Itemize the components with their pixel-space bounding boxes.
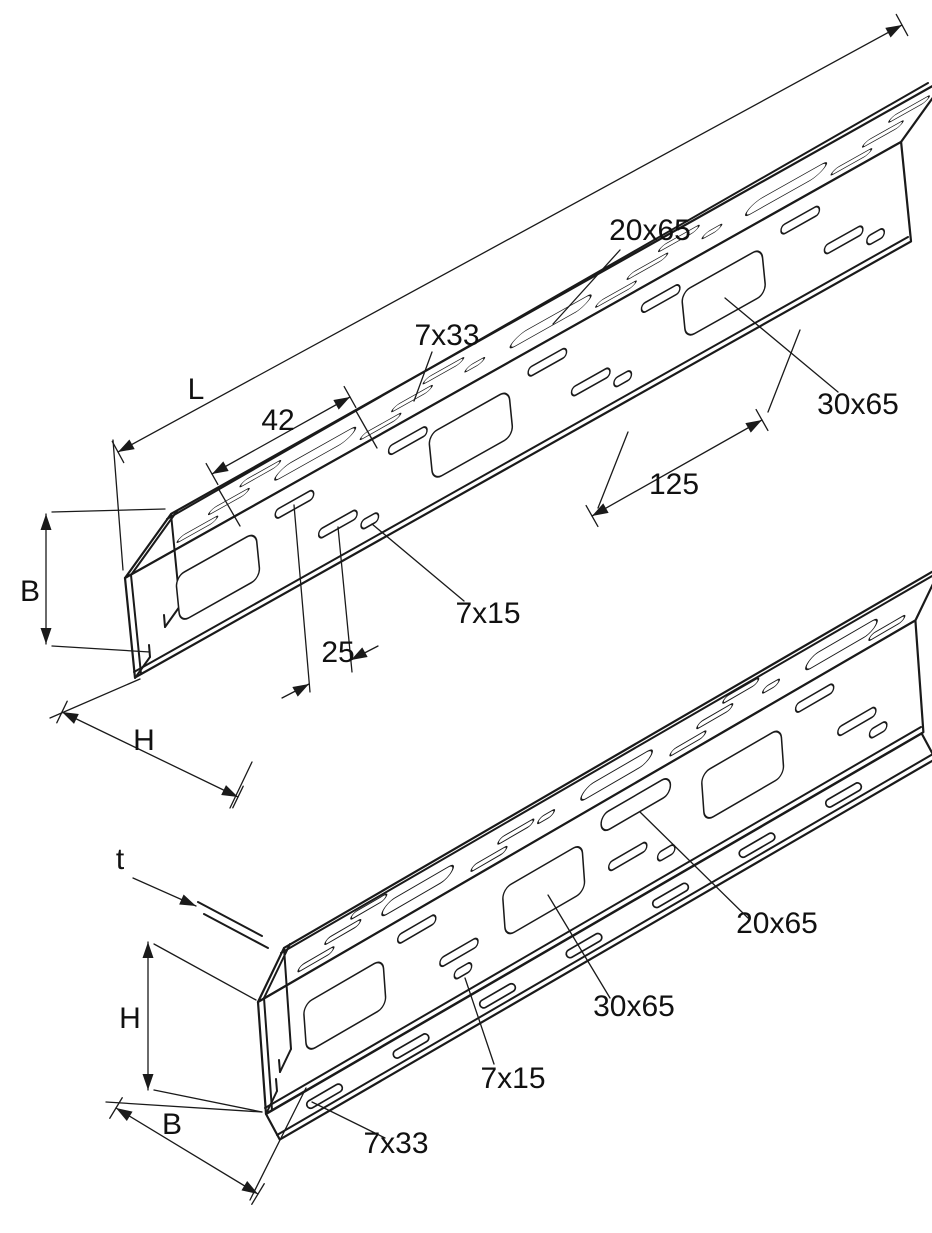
callout-20x65-top: 20x65 [609, 214, 691, 247]
channel-top [123, 82, 932, 679]
callout-7x33-bottom: 7x33 [363, 1127, 428, 1160]
callout-7x15-bottom: 7x15 [480, 1062, 545, 1095]
dim-label-125: 125 [649, 468, 699, 501]
channel-bottom [256, 570, 932, 1141]
dim-label-height-bottom: H [119, 1002, 141, 1035]
dim-label-25: 25 [321, 636, 354, 669]
dim-label-height-top: H [133, 724, 155, 757]
dim-label-width-top: B [20, 575, 40, 608]
callout-30x65-bottom: 30x65 [593, 990, 675, 1023]
callout-30x65-top: 30x65 [817, 388, 899, 421]
labels-layer: L 42 20x65 7x33 30x65 125 B 7x15 25 H t … [20, 214, 899, 1160]
callout-7x15-top: 7x15 [455, 597, 520, 630]
dim-label-42: 42 [261, 404, 294, 437]
dimension-lines [40, 13, 909, 1205]
dim-label-thickness: t [116, 843, 125, 876]
leader-lines [311, 249, 839, 1139]
extension-lines [49, 329, 801, 1201]
callout-20x65-bottom: 20x65 [736, 907, 818, 940]
dim-label-length-top: L [188, 373, 205, 406]
dim-label-width-bottom: B [162, 1108, 182, 1141]
line-art-layer [40, 13, 932, 1205]
callout-7x33-top: 7x33 [414, 319, 479, 352]
